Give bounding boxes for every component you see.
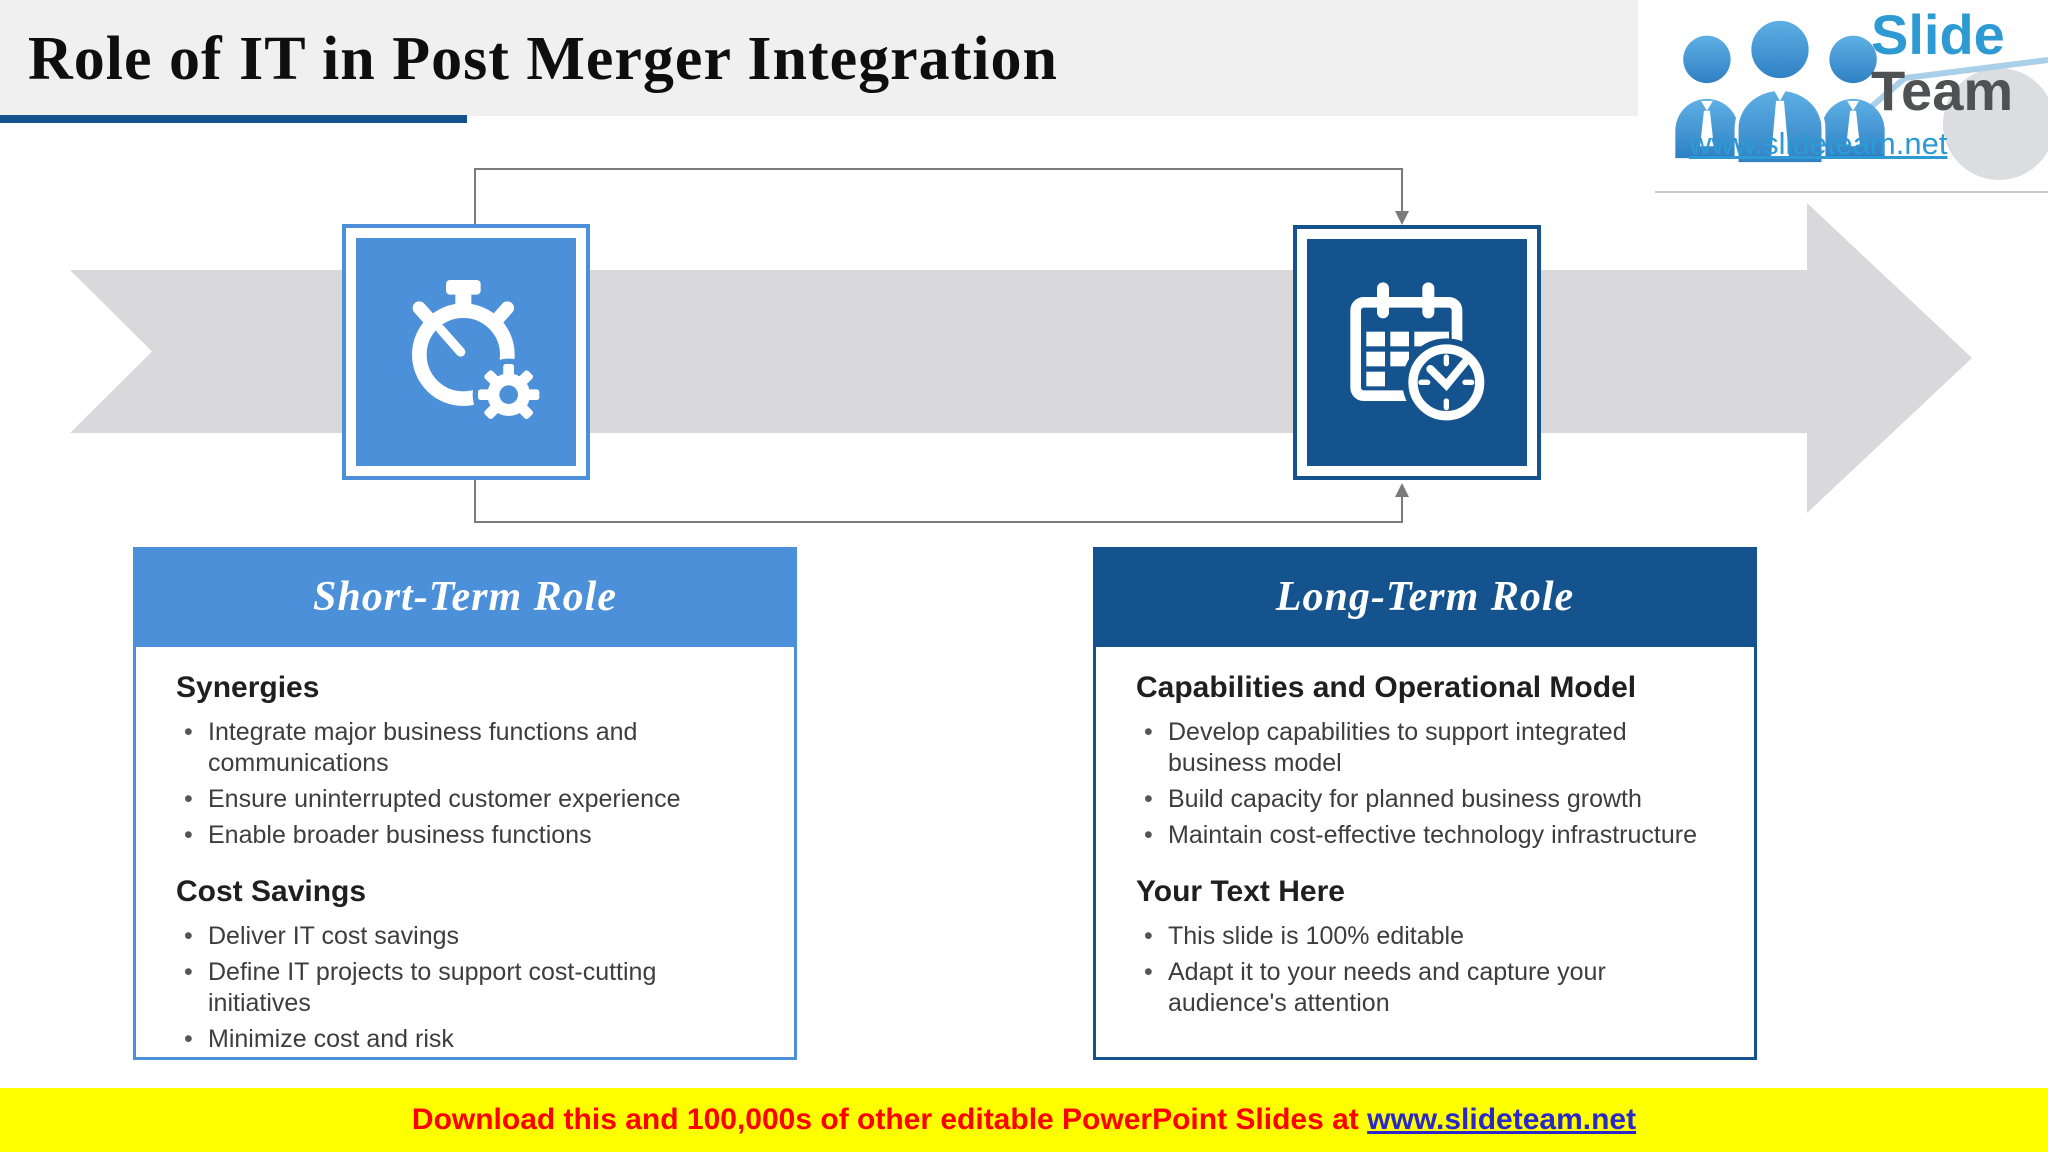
bullet-text: Maintain cost-effective technology infra…: [1168, 821, 1697, 849]
section-heading: Cost Savings: [176, 875, 367, 908]
list-item: • Deliver IT cost savings: [176, 921, 740, 952]
long-term-card-body: Capabilities and Operational Model • Deve…: [1093, 647, 1757, 1060]
stage2-icon-box: [1293, 225, 1541, 480]
list-item: • Develop capabilities to support integra…: [1136, 717, 1700, 779]
short-term-card-body: Synergies • Integrate major business func…: [133, 647, 797, 1060]
gear-icon: [478, 364, 540, 420]
bullet-dot: •: [1144, 718, 1153, 746]
footer-text: Download this and 100,000s of other edit…: [411, 1103, 1368, 1136]
list-item: • Integrate major business functions and …: [176, 717, 740, 779]
arrowhead-down-icon: [1395, 211, 1409, 225]
logo-background-circle: [1943, 68, 2048, 180]
bullet-dot: •: [1144, 958, 1153, 986]
stage2-icon-fill: [1307, 239, 1527, 466]
footer-banner: Download this and 100,000s of other edit…: [0, 1088, 2048, 1152]
bullet-text: Define IT projects to support cost-cutti…: [208, 958, 657, 1017]
bullet-list: • This slide is 100% editable • Adapt it t…: [1136, 921, 1700, 1019]
bullet-text: This slide is 100% editable: [1168, 922, 1464, 950]
bullet-text: Ensure uninterrupted customer experience: [208, 785, 681, 813]
section-capabilities: Capabilities and Operational Model • Deve…: [1136, 671, 1700, 851]
title-underline: [0, 115, 467, 123]
long-term-card-title: Long-Term Role: [1093, 547, 1757, 647]
bullet-text: Integrate major business functions and c…: [208, 718, 638, 777]
logo-divider: [1655, 191, 2048, 193]
section-your-text-here: Your Text Here • This slide is 100% edita…: [1136, 875, 1700, 1019]
section-synergies: Synergies • Integrate major business func…: [176, 671, 740, 851]
list-item: • Build capacity for planned business gro…: [1136, 784, 1700, 815]
section-cost-savings: Cost Savings • Deliver IT cost savings • D…: [176, 875, 740, 1055]
bullet-list: • Develop capabilities to support integra…: [1136, 717, 1700, 851]
bullet-text: Enable broader business functions: [208, 821, 592, 849]
list-item: • Minimize cost and risk: [176, 1024, 740, 1055]
section-heading: Synergies: [176, 671, 320, 704]
bullet-dot: •: [184, 718, 193, 746]
bullet-text: Deliver IT cost savings: [208, 922, 460, 950]
list-item: • Adapt it to your needs and capture your…: [1136, 957, 1700, 1019]
page-title: Role of IT in Post Merger Integration: [28, 24, 1058, 93]
bullet-dot: •: [184, 1025, 193, 1053]
top-connector: [474, 168, 1409, 225]
section-heading: Capabilities and Operational Model: [1136, 671, 1637, 704]
bullet-dot: •: [184, 821, 193, 849]
bullet-list: • Deliver IT cost savings • Define IT proj…: [176, 921, 740, 1055]
list-item: • This slide is 100% editable: [1136, 921, 1700, 952]
short-term-card: Short-Term Role Synergies • Integrate maj…: [133, 547, 797, 1060]
footer-link[interactable]: www.slideteam.net: [1367, 1103, 1637, 1136]
long-term-card: Long-Term Role Capabilities and Operatio…: [1093, 547, 1757, 1060]
slideteam-logo: Slide Team www.slideteam.net: [1655, 0, 2048, 200]
list-item: • Ensure uninterrupted customer experienc…: [176, 784, 740, 815]
bullet-text: Develop capabilities to support integrat…: [1168, 718, 1627, 777]
bullet-text: Build capacity for planned business grow…: [1168, 785, 1642, 813]
stage1-icon-box: [342, 224, 590, 480]
bullet-dot: •: [184, 785, 193, 813]
bullet-dot: •: [1144, 821, 1153, 849]
arrowhead-up-icon: [1395, 483, 1409, 497]
bottom-connector: [474, 480, 1409, 523]
clock-icon: [1408, 343, 1485, 420]
slideteam-people-icon: [1675, 16, 1885, 167]
bullet-dot: •: [1144, 922, 1153, 950]
bullet-dot: •: [184, 958, 193, 986]
list-item: • Maintain cost-effective technology infr…: [1136, 820, 1700, 851]
title-band: [0, 0, 1638, 116]
logo-word-slide: Slide: [1871, 3, 2005, 66]
list-item: • Define IT projects to support cost-cutt…: [176, 957, 740, 1019]
stage1-icon-fill: [356, 238, 576, 466]
bullet-text: Minimize cost and risk: [208, 1025, 454, 1053]
short-term-card-title: Short-Term Role: [133, 547, 797, 647]
logo-word-team: Team: [1871, 59, 2014, 122]
bullet-dot: •: [1144, 785, 1153, 813]
stopwatch-gear-icon: [412, 280, 545, 431]
section-heading: Your Text Here: [1136, 875, 1345, 908]
calendar-clock-icon: [1350, 281, 1491, 426]
logo-url-link[interactable]: www.slideteam.net: [1689, 126, 1948, 161]
list-item: • Enable broader business functions: [176, 820, 740, 851]
bullet-list: • Integrate major business functions and …: [176, 717, 740, 851]
bullet-dot: •: [184, 922, 193, 950]
bullet-text: Adapt it to your needs and capture your …: [1168, 958, 1606, 1017]
